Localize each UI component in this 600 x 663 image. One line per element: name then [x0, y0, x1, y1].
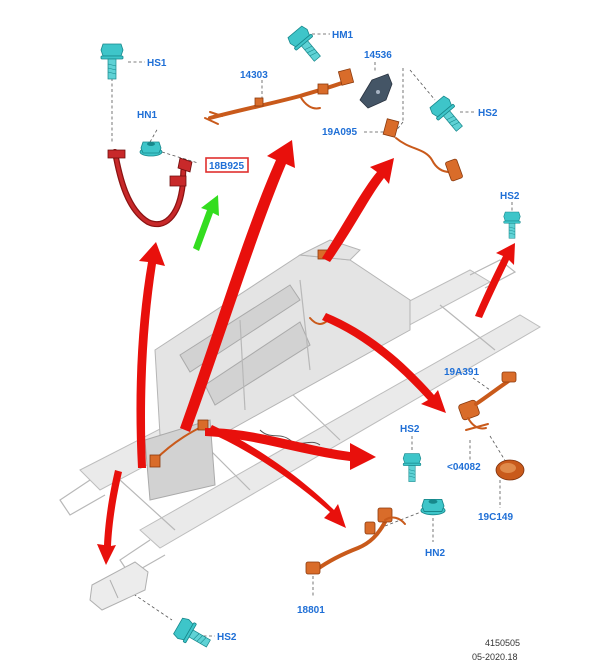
label-hs2-bottom: HS2	[217, 632, 237, 643]
label-hs2-top: HS2	[478, 108, 498, 119]
bolt-icon	[503, 211, 521, 239]
bolt-icon	[100, 43, 124, 80]
bolt-icon	[286, 24, 327, 67]
wiring-harness-18801	[305, 507, 406, 575]
bracket-14536	[359, 73, 393, 109]
label-18801: 18801	[297, 605, 325, 616]
leader-lines	[111, 33, 513, 637]
nut-icon	[139, 141, 163, 157]
green-arrow-icon	[193, 195, 219, 251]
connector-19C149	[495, 459, 525, 481]
label-hn1: HN1	[137, 110, 157, 121]
nut-icon	[420, 498, 446, 516]
red-arrow-icon	[205, 428, 376, 470]
wiring-harness-14303	[204, 68, 355, 125]
battery-cable-18B925	[107, 149, 193, 227]
label-hs1: HS1	[147, 58, 167, 69]
label-18B925: 18B925	[209, 161, 244, 172]
red-arrow-icon	[97, 470, 122, 565]
label-19A095: 19A095	[322, 127, 357, 138]
label-14536: 14536	[364, 50, 392, 61]
frame-bracket	[89, 561, 149, 611]
illustration-date: 05-2020.18	[472, 652, 518, 662]
callout-arrows	[97, 140, 515, 565]
sensor-19A095	[382, 118, 463, 182]
bolt-icon	[402, 453, 422, 482]
label-19C149: 19C149	[478, 512, 513, 523]
label-04082: <04082	[447, 462, 481, 473]
red-arrow-icon	[180, 140, 295, 432]
highlight-box-18B925	[205, 157, 249, 173]
bolt-icon	[172, 616, 215, 654]
label-19A391: 19A391	[444, 367, 479, 378]
red-arrow-icon	[136, 242, 165, 468]
bolt-icon	[428, 94, 469, 137]
label-14303: 14303	[240, 70, 268, 81]
red-arrow-icon	[475, 243, 515, 318]
red-arrow-icon	[322, 313, 446, 413]
label-hs2-mid: HS2	[400, 424, 420, 435]
label-hs2-right: HS2	[500, 191, 520, 202]
label-hm1: HM1	[332, 30, 354, 41]
red-arrow-icon	[322, 158, 394, 262]
part-labels: HS1 HM1 14303 14536 HN1 HS2 19A095 18B92…	[137, 30, 520, 643]
red-arrow-icon	[208, 425, 346, 528]
sensor-19A391	[458, 371, 517, 431]
illustration-id: 4150505	[485, 638, 520, 648]
label-hn2: HN2	[425, 548, 445, 559]
